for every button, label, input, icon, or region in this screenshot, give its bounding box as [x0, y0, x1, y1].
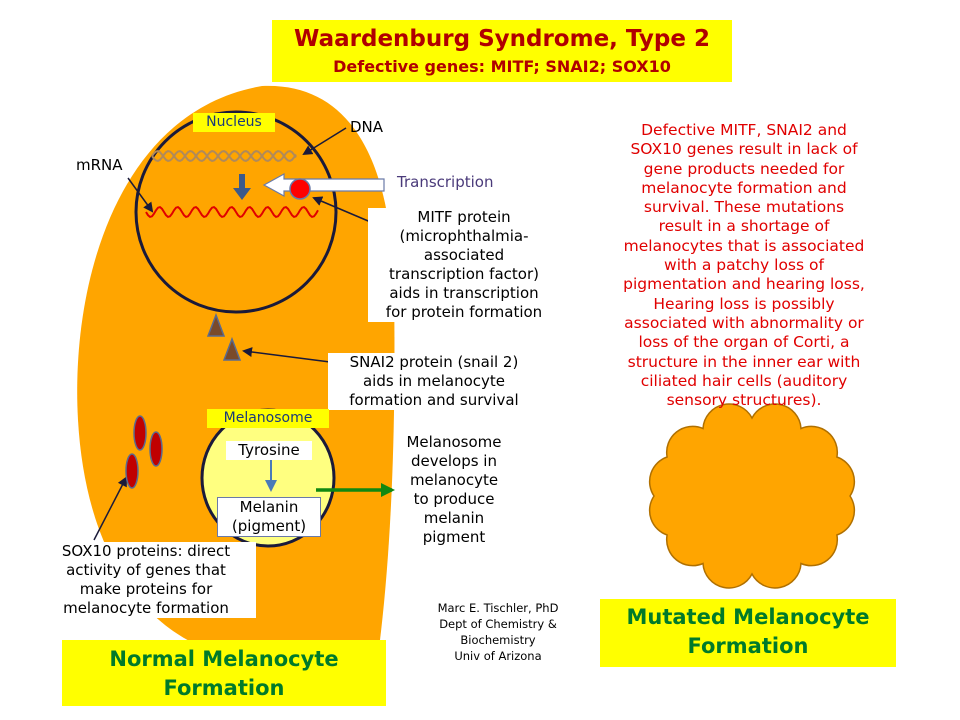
sox10-line: make proteins for: [79, 580, 213, 598]
mitf-line: aids in transcription: [389, 284, 539, 302]
mitf-line: for protein formation: [385, 303, 543, 321]
explanation-line: loss of the organ of Corti, a: [638, 333, 850, 352]
mutated-label-line: Formation: [687, 634, 809, 658]
explanation-line: pigmentation and hearing loss,: [623, 275, 865, 294]
melanin-line: Melanin: [239, 498, 299, 516]
dna-strand: [151, 150, 297, 162]
mitf-protein-dot: [289, 178, 311, 200]
snai2-pointer-arrow: [242, 347, 331, 363]
mutated-label-line: Mutated Melanocyte: [626, 605, 870, 629]
dna-strand: [151, 150, 297, 162]
transcription-label: Transcription: [397, 173, 494, 191]
mrna-strand: [145, 205, 319, 219]
mitf-line: transcription factor): [389, 265, 539, 283]
mrna-label: mRNA: [74, 156, 125, 175]
melanosome-develops-line: melanin: [423, 509, 485, 527]
explanation-line: melanocytes that is associated: [623, 236, 865, 255]
sox10-line: activity of genes that: [66, 561, 226, 579]
credit-line: Univ of Arizona: [454, 649, 542, 663]
sox10-protein-granule: [133, 415, 147, 451]
explanation-line: Defective MITF, SNAI2 and: [641, 121, 847, 139]
explanation-line: SOX10 genes result in lack of: [630, 140, 858, 159]
melanosome-develops-text: Melanosome develops in melanocyte to pro…: [400, 433, 508, 547]
credit-line: Biochemistry: [460, 633, 536, 647]
explanation-line: with a patchy loss of: [664, 256, 824, 275]
snai2-line: formation and survival: [349, 391, 519, 409]
transcription-down-arrow-head: [233, 188, 251, 200]
explanation-line: structure in the inner ear with: [627, 352, 861, 371]
credit-line: Marc E. Tischler, PhD: [437, 601, 559, 615]
mitf-line: MITF protein: [417, 208, 511, 226]
mutated-melanocyte-label: Mutated Melanocyte Formation: [600, 599, 896, 667]
sox10-line: SOX10 proteins: direct: [61, 542, 231, 560]
sox10-description: SOX10 proteins: direct activity of genes…: [36, 542, 256, 618]
sox10-protein-granule: [125, 453, 139, 489]
tyrosine-label: Tyrosine: [226, 441, 312, 460]
sox10-protein-granule: [149, 431, 163, 467]
sox10-pointer-arrow: [93, 476, 127, 541]
mitf-description: MITF protein (microphthalmia- associated…: [368, 208, 560, 322]
normal-label-line: Normal Melanocyte: [109, 647, 339, 671]
melanin-label: Melanin (pigment): [217, 497, 321, 537]
normal-melanocyte-label: Normal Melanocyte Formation: [62, 640, 386, 706]
melanosome-develops-line: to produce: [413, 490, 495, 508]
nucleus-label: Nucleus: [193, 113, 275, 132]
melanosome-develops-line: Melanosome: [406, 433, 502, 451]
mitf-line: associated: [423, 246, 505, 264]
explanation-line: melanocyte formation and: [641, 178, 847, 197]
mutated-melanocyte-cloud: [648, 403, 856, 589]
title: Waardenburg Syndrome, Type 2: [294, 26, 710, 52]
subtitle: Defective genes: MITF; SNAI2; SOX10: [333, 57, 671, 76]
explanation-line: Hearing loss is possibly: [653, 294, 835, 313]
explanation-line: gene products needed for: [643, 159, 845, 178]
title-banner: Waardenburg Syndrome, Type 2 Defective g…: [272, 20, 732, 82]
explanation-line: survival. These mutations: [643, 198, 845, 217]
sox10-line: melanocyte formation: [63, 599, 229, 617]
melanosome-develops-line: melanocyte: [409, 471, 499, 489]
melanin-line: (pigment): [231, 517, 307, 535]
melanosome-develops-line: pigment: [422, 528, 486, 546]
explanation-line: result in a shortage of: [658, 217, 830, 236]
author-credit: Marc E. Tischler, PhD Dept of Chemistry …: [412, 600, 584, 664]
explanation-line: ciliated hair cells (auditory: [640, 371, 848, 390]
explanation-text: Defective MITF, SNAI2 and SOX10 genes re…: [596, 121, 892, 410]
transcription-down-arrow: [239, 174, 245, 190]
snai2-protein-triangle: [222, 336, 242, 361]
dna-label: DNA: [350, 118, 384, 136]
snai2-protein-triangle: [206, 312, 226, 337]
snai2-line: aids in melanocyte: [362, 372, 506, 390]
explanation-line: associated with abnormality or: [624, 313, 864, 332]
normal-label-line: Formation: [163, 676, 285, 700]
mrna-pointer-arrow: [127, 177, 154, 213]
melanosome-develops-line: develops in: [411, 452, 497, 470]
snai2-description: SNAI2 protein (snail 2) aids in melanocy…: [328, 353, 540, 410]
dna-pointer-arrow: [302, 127, 347, 156]
explanation-line: sensory structures).: [666, 391, 822, 410]
melanosome-label: Melanosome: [207, 409, 329, 428]
mitf-line: (microphthalmia-: [399, 227, 529, 245]
snai2-line: SNAI2 protein (snail 2): [349, 353, 519, 371]
credit-line: Dept of Chemistry &: [439, 617, 557, 631]
